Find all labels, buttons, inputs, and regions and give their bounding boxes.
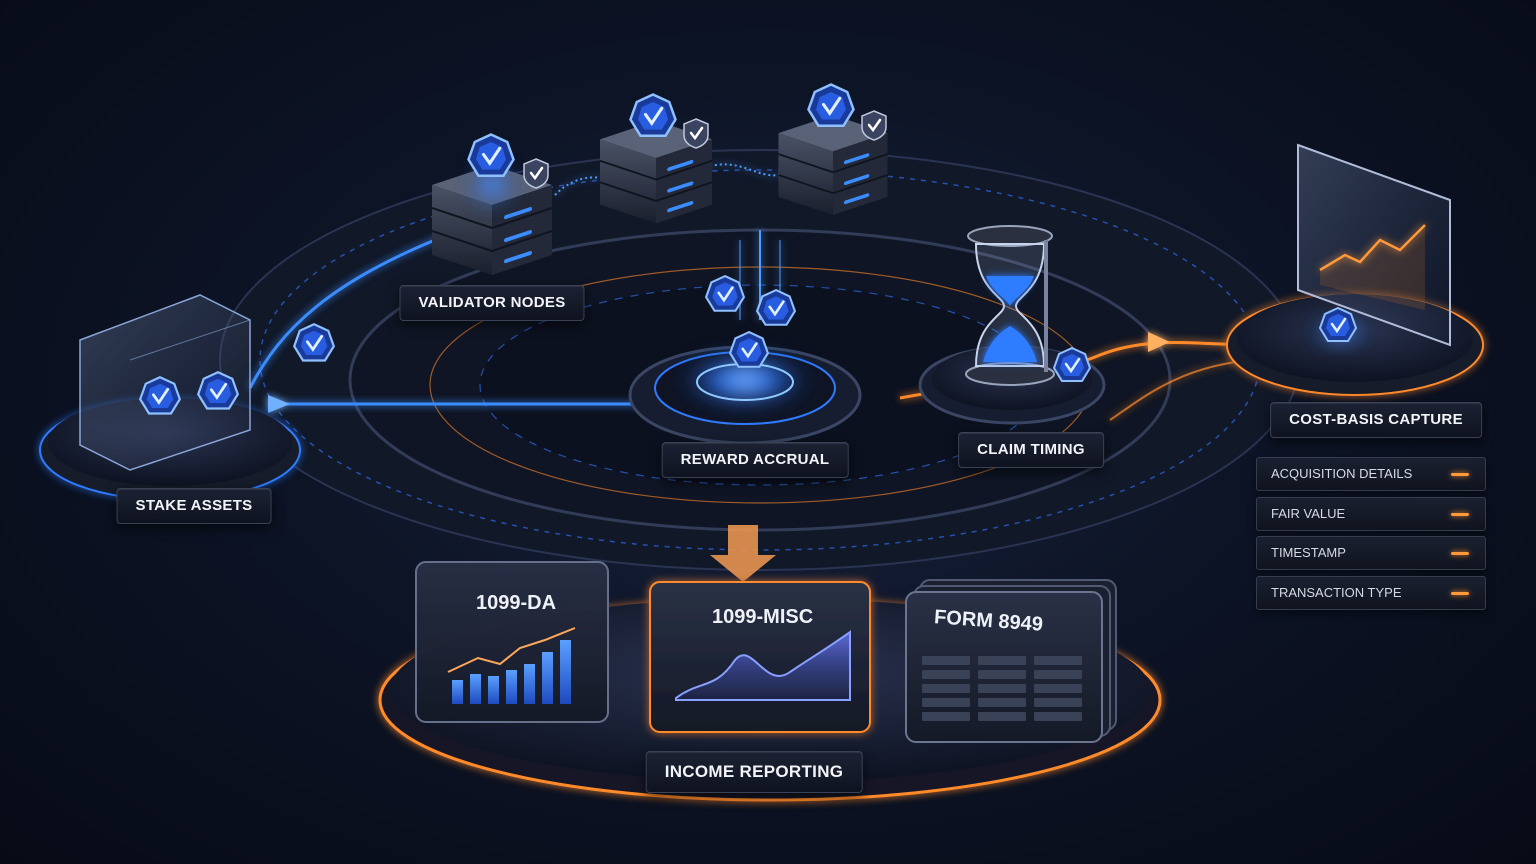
table-cell — [922, 656, 970, 665]
form-title-1099-misc: 1099-MISC — [712, 606, 814, 628]
chart-bar — [488, 676, 499, 704]
token-check-icon — [628, 92, 678, 138]
shield-check-icon — [682, 117, 710, 150]
stage-label-claim-timing: CLAIM TIMING — [958, 432, 1104, 468]
detail-label: ACQUISITION DETAILS — [1271, 466, 1413, 481]
stage-label-validator-nodes: VALIDATOR NODES — [399, 285, 585, 321]
token-check-icon — [292, 322, 336, 362]
shield-check-icon — [522, 157, 550, 190]
token-check-icon — [466, 132, 516, 178]
dash-icon — [1451, 591, 1469, 595]
stake-assets-platform — [39, 294, 336, 501]
table-cell — [1034, 698, 1082, 707]
chart-bar — [470, 674, 481, 704]
token-check-icon — [138, 375, 182, 415]
table-cell — [1034, 712, 1082, 721]
chart-bar — [506, 670, 517, 704]
token-check-icon — [755, 288, 797, 327]
table-cell — [922, 670, 970, 679]
dash-icon — [1451, 512, 1469, 516]
chart-bar — [542, 652, 553, 704]
chart-bar — [452, 680, 463, 704]
cost-basis-platform — [1226, 143, 1484, 396]
chart-monitor-icon — [1297, 143, 1451, 347]
detail-row: TRANSACTION TYPE — [1256, 575, 1486, 610]
chart-bar — [524, 664, 535, 704]
table-cell — [978, 684, 1026, 693]
token-check-icon — [704, 274, 746, 313]
stage-label-reward-accrual: REWARD ACCRUAL — [661, 442, 849, 478]
token-check-icon — [1052, 346, 1092, 383]
form-title-1099-da: 1099-DA — [476, 592, 557, 614]
detail-label: TRANSACTION TYPE — [1271, 584, 1402, 600]
cost-basis-detail-list: ACQUISITION DETAILS FAIR VALUE TIMESTAMP… — [1256, 457, 1486, 615]
token-check-icon — [1318, 306, 1358, 343]
detail-label: FAIR VALUE — [1271, 505, 1346, 521]
detail-row: ACQUISITION DETAILS — [1256, 457, 1486, 491]
detail-row: FAIR VALUE — [1256, 496, 1486, 531]
hourglass-icon — [965, 225, 1055, 386]
table-cell — [978, 656, 1026, 665]
token-check-icon — [196, 370, 240, 410]
table-cell — [922, 684, 970, 693]
detail-label: TIMESTAMP — [1271, 545, 1346, 560]
table-cell — [978, 698, 1026, 707]
form-1099-misc — [649, 581, 871, 733]
form-8949 — [905, 579, 1117, 743]
table-cell — [922, 698, 970, 707]
table-cell — [922, 712, 970, 721]
stage-label-stake-assets: STAKE ASSETS — [116, 488, 272, 524]
stage-label-cost-basis-capture: COST-BASIS CAPTURE — [1270, 402, 1482, 438]
table-cell — [1034, 670, 1082, 679]
table-cell — [978, 670, 1026, 679]
table-cell — [978, 712, 1026, 721]
token-check-icon — [806, 82, 856, 128]
shield-check-icon — [860, 109, 888, 142]
claim-timing-platform — [918, 225, 1106, 425]
down-arrow-icon — [710, 525, 776, 582]
dash-icon — [1451, 473, 1469, 476]
table-cell — [1034, 684, 1082, 693]
chart-bar — [560, 640, 571, 704]
bar-chart — [452, 640, 571, 704]
table-cell — [1034, 656, 1082, 665]
form-1099-da — [415, 561, 609, 723]
detail-row: TIMESTAMP — [1256, 536, 1486, 570]
token-check-icon — [728, 330, 770, 369]
form-table — [922, 656, 1082, 721]
stage-label-income-reporting: INCOME REPORTING — [645, 751, 863, 793]
validator-servers — [432, 82, 888, 275]
dash-icon — [1451, 552, 1469, 555]
